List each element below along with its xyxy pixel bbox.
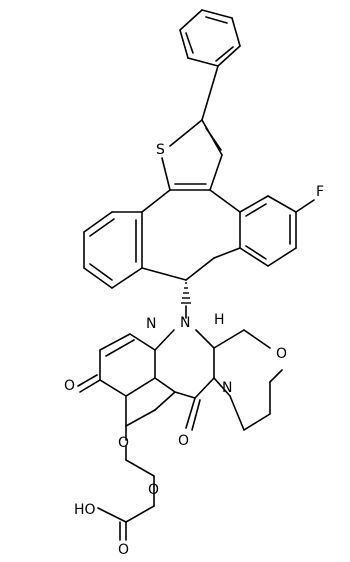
oxygen-atom-carbonyl: O [118, 542, 129, 558]
bond [269, 369, 283, 383]
hydroxyl-group: HO [74, 502, 96, 518]
bond [77, 374, 98, 387]
bonds [77, 9, 315, 541]
atom-labels: S F N H N N O O O O O HO O [64, 142, 324, 558]
bond [195, 329, 215, 349]
oxygen-atom-ketone: O [64, 378, 75, 394]
bond [239, 247, 269, 267]
bond [79, 379, 101, 393]
bond [201, 9, 233, 19]
bond [205, 16, 228, 24]
bond [125, 377, 156, 397]
bond [89, 218, 115, 237]
bond [154, 377, 176, 393]
nitrogen-atom-right: N [222, 380, 232, 396]
bond [99, 379, 127, 397]
bond [209, 189, 241, 213]
hashed-wedge-bond [181, 282, 191, 304]
bond [169, 119, 203, 147]
nitrogen-atom-top: N [180, 315, 190, 331]
bond [185, 32, 194, 54]
bond [231, 17, 241, 47]
bond [125, 459, 155, 477]
bond [125, 505, 155, 523]
bond [229, 395, 245, 431]
fluorine-atom: F [316, 184, 324, 200]
bond [105, 339, 135, 357]
nitrogen-atom-left: N [146, 316, 156, 332]
bond [83, 211, 113, 233]
bond [111, 267, 143, 289]
bond [267, 247, 297, 267]
bond [97, 507, 127, 523]
bond [194, 377, 215, 399]
bond [129, 333, 156, 351]
bond [245, 203, 267, 217]
bond [185, 397, 196, 429]
bond [239, 195, 269, 213]
bond [243, 329, 271, 349]
sulfur-atom: S [156, 142, 165, 158]
bond [141, 189, 171, 213]
bond [243, 413, 271, 431]
bond [213, 329, 245, 349]
bond [201, 65, 219, 121]
bond [89, 263, 113, 281]
bond [179, 9, 203, 31]
bond [191, 399, 201, 431]
oxygen-atom-carbonate: O [148, 482, 159, 498]
bond [83, 267, 113, 289]
bond [125, 409, 156, 427]
bond [267, 195, 297, 213]
oxygen-atom-ring: O [276, 346, 287, 362]
bond [245, 245, 267, 260]
bond [205, 127, 222, 151]
bond [217, 45, 241, 67]
hydrogen-atom: H [214, 312, 225, 328]
bond [141, 267, 187, 281]
bond [174, 391, 196, 399]
bond [154, 329, 175, 351]
oxygen-atom-ether: O [118, 435, 129, 451]
bond [185, 257, 215, 281]
bond [154, 391, 176, 411]
bond [213, 377, 231, 397]
bond [161, 157, 171, 191]
oxygen-atom-amide: O [178, 433, 189, 449]
bond [295, 199, 315, 213]
bond [215, 46, 234, 62]
bond [209, 154, 223, 191]
bond [213, 247, 241, 259]
bond [187, 57, 219, 67]
bond [179, 29, 189, 59]
bond [99, 333, 131, 351]
